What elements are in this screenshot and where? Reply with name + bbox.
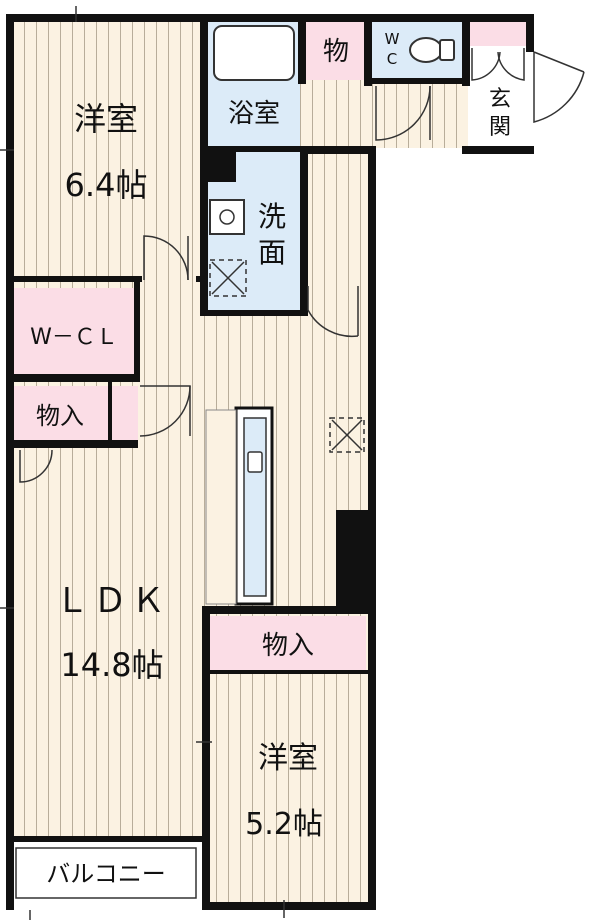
storage-left-area <box>14 386 108 442</box>
washing-machine-pan-icon <box>209 259 247 297</box>
wcl-area <box>14 288 134 374</box>
wall-ticks <box>0 6 285 920</box>
bedroom1-size: 6.4帖 <box>65 166 148 204</box>
kitchen-back-panel <box>205 409 237 605</box>
wc-label-w: W <box>385 30 400 48</box>
walls <box>6 14 534 910</box>
ldk-label: ＬＤＫ <box>55 581 169 621</box>
entrance-label-1: 玄 <box>489 87 511 112</box>
toilet-icon <box>409 37 455 63</box>
bedroom1-floor <box>12 20 204 282</box>
bedroom2-label: 洋室 <box>258 741 318 776</box>
doors <box>19 48 585 483</box>
washroom-label-2: 面 <box>258 236 286 269</box>
storage-right-label: 物入 <box>262 631 314 661</box>
bedroom1-label: 洋室 <box>74 100 138 138</box>
bedroom2-floor <box>210 674 368 904</box>
bathtub-icon <box>213 25 295 81</box>
kitchen-counter-icon <box>234 406 274 606</box>
storage-left-ext <box>112 386 138 442</box>
storage-top-area <box>306 20 366 80</box>
balcony-label-box <box>15 847 197 899</box>
wash-basin-icon <box>209 199 245 235</box>
bedroom2-size: 5.2帖 <box>245 807 323 842</box>
entrance-shoe-storage <box>470 20 526 46</box>
balcony-label: バルコニー <box>46 860 166 888</box>
wc-label-c: C <box>387 50 397 68</box>
entrance-floor <box>300 84 468 148</box>
ldk-size: 14.8帖 <box>60 646 163 684</box>
bathroom-label: 浴室 <box>228 99 280 129</box>
washroom-label-1: 洗 <box>258 200 286 233</box>
storage-left-label: 物入 <box>36 402 84 430</box>
refrigerator-space-icon <box>329 417 365 453</box>
storage-right-area <box>210 616 366 672</box>
entrance-label-2: 関 <box>489 115 511 140</box>
storage-top-label: 物 <box>323 37 349 67</box>
wcl-label: W－ＣＬ <box>30 325 118 350</box>
